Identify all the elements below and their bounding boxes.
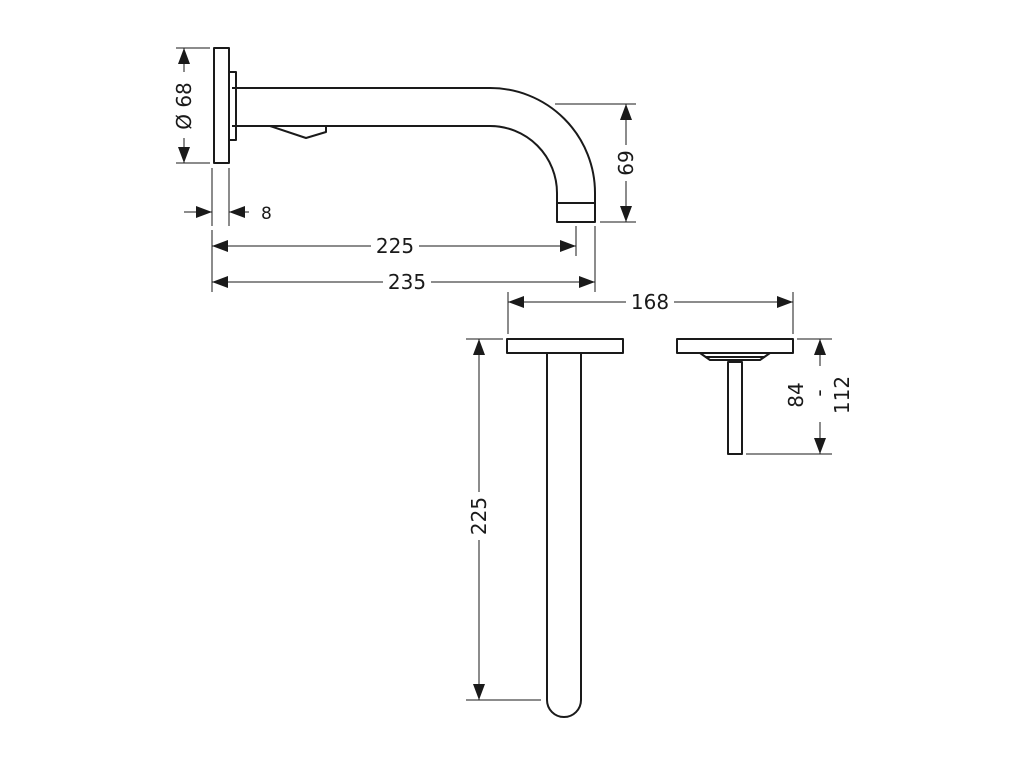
flange-thickness-label: 8 — [261, 204, 272, 224]
rough-in-length-label: 225 — [467, 497, 491, 535]
overall-projection-label: 235 — [388, 270, 426, 294]
handle-view — [676, 338, 794, 455]
spout-body — [232, 87, 596, 223]
handle-depth-min-label: 84 — [784, 382, 808, 407]
spout-projection-label: 225 — [376, 234, 414, 258]
spout-drop-label: 69 — [614, 150, 638, 175]
spout-cover-plate — [506, 338, 624, 354]
dimension-flange-diameter: Ø 68 — [172, 47, 210, 164]
wall-flange — [213, 47, 230, 164]
flange-collar — [228, 71, 237, 141]
dimension-rough-in-length: 225 — [466, 338, 541, 701]
handle-stem — [727, 361, 743, 455]
dimension-flange-thickness: 8 — [184, 168, 272, 226]
spout-side-view — [213, 47, 596, 223]
spout-rough-in-tube — [546, 353, 582, 718]
spout-lever — [269, 125, 327, 139]
dimension-spout-projection: 225 — [211, 226, 577, 292]
dimension-handle-spacing: 168 — [507, 290, 794, 334]
handle-spacing-label: 168 — [631, 290, 669, 314]
dimension-overall-projection: 235 — [212, 226, 596, 294]
flange-diameter-label: Ø 68 — [172, 82, 196, 130]
dimension-handle-depth: 84 - 112 — [746, 338, 854, 455]
handle-depth-max-label: 112 — [830, 376, 854, 414]
handle-cover-plate — [676, 338, 794, 354]
handle-depth-separator: - — [807, 389, 831, 396]
spout-rough-in-view — [506, 338, 624, 718]
dimension-spout-drop: 69 — [555, 103, 638, 223]
